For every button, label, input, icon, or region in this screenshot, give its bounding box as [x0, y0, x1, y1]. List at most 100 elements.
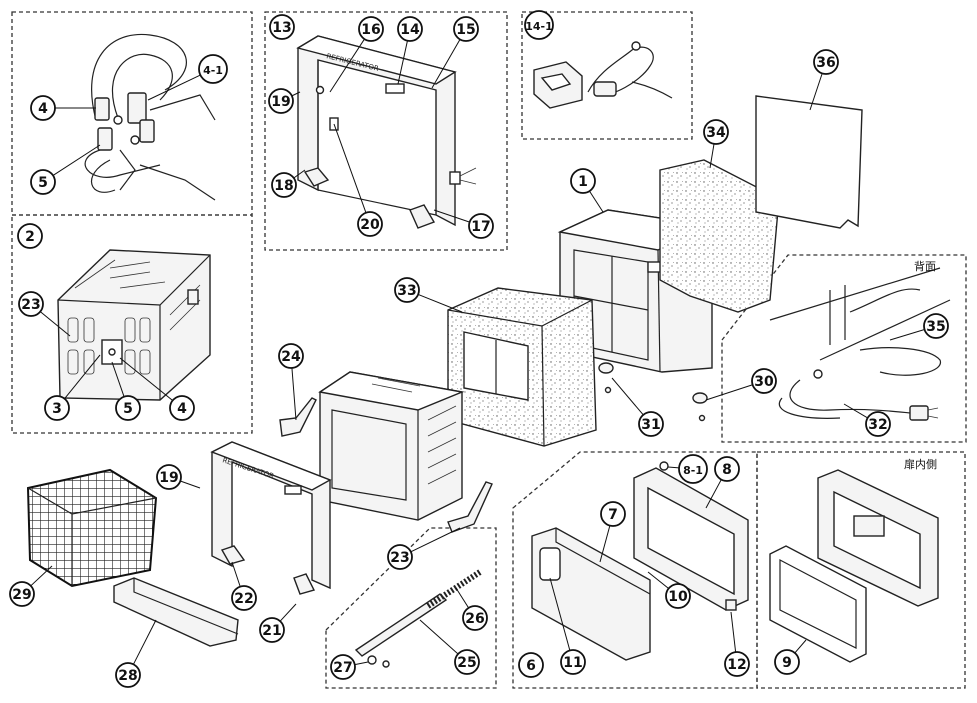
callout-4: 4: [119, 357, 195, 421]
callout-number: 30: [754, 374, 774, 390]
callout-circle: [30, 169, 56, 195]
callout-circle: [453, 16, 479, 42]
callout-number: 14: [400, 22, 420, 38]
callout-9: 9: [774, 639, 807, 675]
callout-circle: [724, 651, 750, 677]
leader-line: [667, 466, 680, 469]
callout-circle: [30, 95, 56, 121]
callout-number: 4: [177, 401, 187, 417]
leader-line: [705, 384, 753, 401]
callout-circle: [570, 168, 596, 194]
switch-assembly: [533, 41, 673, 109]
callout-number: 26: [465, 611, 484, 627]
callout-32: 32: [843, 403, 891, 437]
callout-circle: [600, 501, 626, 527]
callout-circle: [169, 395, 195, 421]
leader-line: [709, 143, 715, 169]
callout-circle: [774, 649, 800, 675]
callout-circle: [560, 649, 586, 675]
callout-11: 11: [549, 577, 586, 675]
callout-18: 18: [271, 169, 306, 198]
foam-insulation-liner: [447, 287, 597, 447]
callout-15: 15: [431, 16, 479, 89]
callout-number: 29: [12, 587, 31, 603]
leader-line: [410, 527, 461, 553]
panel-door: [512, 451, 758, 689]
callout-2: 2: [17, 223, 43, 249]
panel-heater-box: [11, 214, 253, 434]
callout-14-1: 14-1: [524, 10, 554, 40]
callout-14: 14: [397, 16, 423, 85]
callout-circle: [468, 213, 494, 239]
callout-20: 20: [333, 123, 383, 237]
note-door-inner: 扉内側: [904, 457, 937, 471]
leader-line: [809, 73, 823, 111]
leader-line: [549, 577, 571, 651]
callout-circle: [665, 583, 691, 609]
callout-circle: [357, 211, 383, 237]
callout-number: 2: [25, 229, 35, 245]
callout-circle: [518, 652, 544, 678]
callout-circle: [9, 581, 35, 607]
callout-number: 11: [563, 655, 582, 671]
leader-line: [705, 479, 722, 509]
leader-line: [419, 619, 459, 655]
callout-23: 23: [18, 291, 71, 337]
power-cord-assembly: [769, 267, 951, 421]
callout-number: 5: [38, 175, 48, 191]
callout-number: 22: [234, 591, 253, 607]
callout-circle: [387, 544, 413, 570]
callout-number: 6: [526, 658, 536, 674]
callout-number: 12: [727, 657, 746, 673]
callout-circle: [330, 654, 356, 680]
callout-circle: [271, 172, 297, 198]
callout-21: 21: [259, 603, 297, 643]
callout-35: 35: [889, 313, 949, 341]
leader-line: [397, 40, 408, 85]
callout-8-1: 8-1: [667, 454, 708, 484]
callout-circle: [397, 16, 423, 42]
callout-circle: [813, 49, 839, 75]
leader-line: [843, 403, 868, 419]
callout-number: 4: [38, 101, 48, 117]
callout-24: 24: [278, 343, 304, 421]
leader-line: [455, 587, 470, 609]
back-cover-sheet: [755, 95, 863, 229]
leader-line: [132, 619, 157, 665]
callout-number: 14-1: [525, 20, 553, 33]
callout-19: 19: [268, 88, 301, 114]
leader-line: [52, 144, 101, 176]
side-bracket-left: [279, 397, 317, 437]
callout-circle: [358, 16, 384, 42]
leader-line: [599, 525, 611, 563]
callout-number: 15: [456, 22, 475, 38]
callout-number: 17: [471, 219, 490, 235]
drip-tray: [113, 577, 239, 647]
callout-number: 13: [272, 20, 291, 36]
callout-number: 9: [782, 655, 792, 671]
leader-line: [30, 565, 53, 587]
wiring-harness: [84, 33, 216, 201]
callout-circle: [462, 605, 488, 631]
leader-line: [291, 367, 297, 421]
callout-12: 12: [724, 611, 750, 677]
callout-7: 7: [599, 501, 626, 563]
callout-number: 19: [159, 470, 178, 486]
callout-23: 23: [387, 527, 461, 570]
callout-number: 35: [926, 319, 945, 335]
callout-number: 1: [578, 174, 588, 190]
callout-circle: [678, 454, 708, 484]
callout-number: 8: [722, 462, 732, 478]
callout-36: 36: [809, 49, 839, 111]
callout-circle: [269, 14, 295, 40]
callout-1: 1: [570, 168, 604, 213]
callout-number: 7: [608, 507, 618, 523]
door-seal-gasket: [769, 545, 867, 663]
leader-line: [180, 480, 201, 489]
leader-line: [147, 74, 201, 101]
callout-number: 16: [361, 22, 380, 38]
callout-circle: [923, 313, 949, 339]
callout-number: 19: [271, 94, 290, 110]
foam-back-panel: [659, 159, 779, 313]
